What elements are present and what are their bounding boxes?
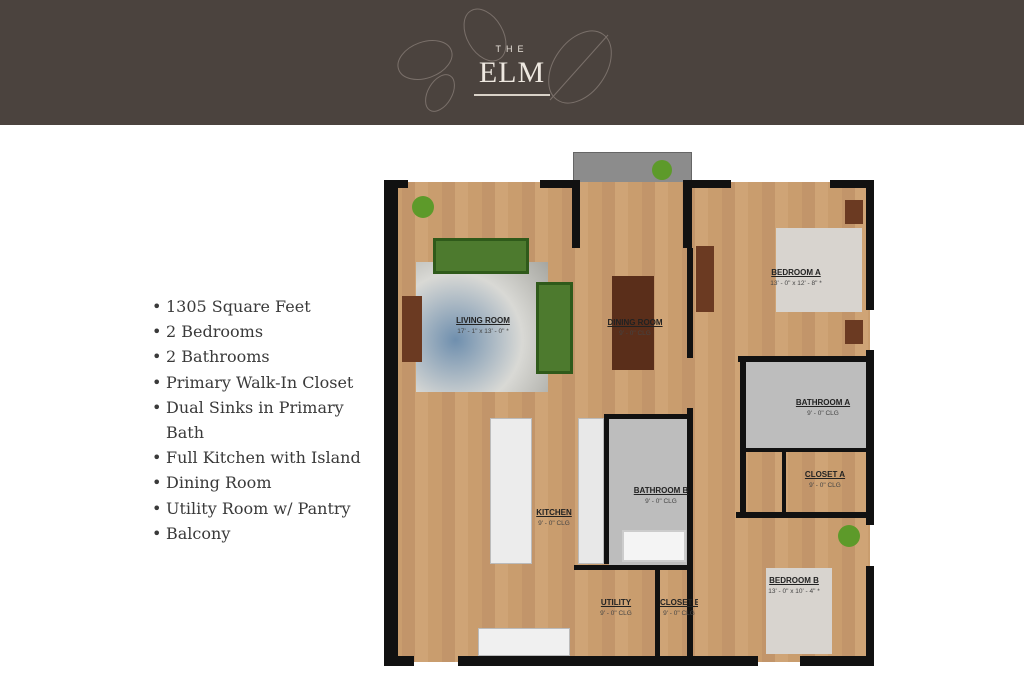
wall (800, 656, 874, 666)
room-label-dining: DINING ROOM (607, 318, 663, 327)
header-banner: THE ELM (0, 0, 1024, 125)
feature-item: Balcony (152, 521, 372, 546)
wall (655, 565, 660, 660)
feature-item: Primary Walk-In Closet (152, 370, 372, 395)
room-dims-bedroom-b: 13' - 0" x 10' - 4" * (768, 588, 820, 595)
feature-item: 1305 Square Feet (152, 294, 372, 319)
wall (782, 448, 786, 514)
room-label-closet-a: CLOSET A (804, 470, 846, 479)
wall (604, 414, 609, 564)
wall (738, 356, 868, 362)
leaf-icon (397, 8, 612, 112)
wall (604, 414, 692, 419)
feature-list: 1305 Square Feet 2 Bedrooms 2 Bathrooms … (152, 294, 372, 546)
wall (866, 566, 874, 666)
rug (416, 262, 548, 392)
dresser (696, 246, 714, 312)
wall (687, 408, 693, 658)
wall (384, 182, 398, 662)
room-label-living: LIVING ROOM (456, 316, 510, 325)
feature-item: Dining Room (152, 470, 372, 495)
room-label-kitchen: KITCHEN (536, 508, 572, 517)
nightstand (845, 320, 863, 344)
wall (746, 448, 866, 452)
media-console (402, 296, 422, 362)
room-dims-bedroom-a: 13' - 0" x 12' - 8" * (770, 280, 822, 287)
wall (540, 180, 580, 188)
plant-icon (652, 160, 672, 180)
wall (866, 350, 874, 525)
feature-item: 2 Bedrooms (152, 319, 372, 344)
feature-item: Full Kitchen with Island (152, 445, 372, 470)
wall (830, 180, 874, 188)
feature-item: Dual Sinks in Primary Bath (152, 395, 372, 445)
room-dims-bathroom-b: 9' - 0" CLG (645, 498, 677, 505)
room-label-bathroom-a: BATHROOM A (795, 398, 851, 407)
wall (458, 656, 758, 666)
logo-underline (474, 94, 550, 96)
wall (384, 656, 414, 666)
room-label-bedroom-b: BEDROOM B (769, 576, 819, 585)
room-label-bedroom-a: BEDROOM A (771, 268, 821, 277)
wall (687, 248, 693, 358)
room-label-utility: UTILITY (600, 598, 632, 607)
logo-the: THE (495, 44, 529, 54)
room-dims-living: 17' - 1" x 13' - 0" * (457, 328, 509, 335)
sofa (433, 238, 529, 274)
feature-item: Utility Room w/ Pantry (152, 496, 372, 521)
wall (740, 356, 746, 516)
bed (776, 228, 862, 312)
wall (683, 180, 692, 248)
kitchen-island (490, 418, 532, 564)
room-dims-closet-b: 9' - 0" CLG (663, 610, 695, 617)
plant-icon (838, 525, 860, 547)
bathroom-a-floor (746, 362, 866, 450)
kitchen-counter (578, 418, 604, 564)
room-dims-bathroom-a: 9' - 0" CLG (807, 410, 839, 417)
bed (766, 568, 832, 654)
logo-name: ELM (478, 56, 546, 89)
room-dims-utility: 9' - 0" CLG (600, 610, 632, 617)
wall (866, 180, 874, 310)
wall (574, 565, 692, 570)
dining-table (612, 276, 654, 370)
wall (572, 180, 580, 248)
plant-icon (412, 196, 434, 218)
feature-item: 2 Bathrooms (152, 344, 372, 369)
room-label-closet-b: CLOSET B (660, 598, 698, 607)
sofa (536, 282, 573, 374)
wall (736, 512, 868, 518)
room-dims-closet-a: 9' - 0" CLG (809, 482, 841, 489)
bathtub (622, 530, 686, 562)
room-dims-dining: 9' - 0" CLG (619, 330, 651, 337)
nightstand (845, 200, 863, 224)
room-label-bathroom-b: BATHROOM B (633, 486, 689, 495)
room-dims-kitchen: 9' - 0" CLG (538, 520, 570, 527)
wall (384, 180, 408, 188)
washer-dryer (478, 628, 570, 656)
wall (683, 180, 731, 188)
